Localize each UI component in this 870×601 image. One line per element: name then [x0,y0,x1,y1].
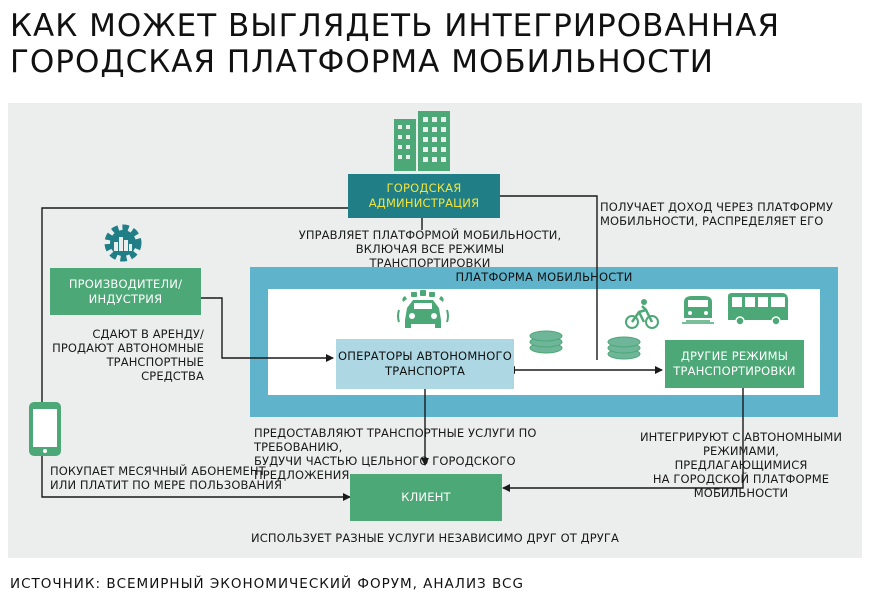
smartphone-icon [29,402,61,456]
client-label: КЛИЕНТ [401,490,451,504]
producers-line-1: ПРОИЗВОДИТЕЛИ/ [68,276,183,291]
producers-to-operators-line [201,297,334,362]
subscription-label: ПОКУПАЕТ МЕСЯЧНЫЙ АБОНЕМЕНТ ИЛИ ПЛАТИТ П… [50,464,283,492]
producers-node: ПРОИЗВОДИТЕЛИ/ ИНДУСТРИЯ [50,268,201,315]
other-modes-to-client-line [502,388,744,492]
provide-label: ПРЕДОСТАВЛЯЮТ ТРАНСПОРТНЫЕ УСЛУГИ ПО ТРЕ… [254,426,537,482]
other-modes-line-2: ТРАНСПОРТИРОВКИ [673,364,796,378]
title-line-1: КАК МОЖЕТ ВЫГЛЯДЕТЬ ИНТЕГРИРОВАННАЯ [10,8,780,44]
av-operators-line-2: ТРАНСПОРТА [384,364,466,378]
revenue-label: ПОЛУЧАЕТ ДОХОД ЧЕРЕЗ ПЛАТФОРМУ МОБИЛЬНОС… [600,200,834,228]
city-administration-line-1: ГОРОДСКАЯ [386,181,462,195]
other-modes-line-1: ДРУГИЕ РЕЖИМЫ [680,349,789,363]
cyclist-icon [625,299,659,329]
coins-icon [529,330,563,354]
source-note: ИСТОЧНИК: ВСЕМИРНЫЙ ЭКОНОМИЧЕСКИЙ ФОРУМ,… [10,576,524,592]
title-line-2: ГОРОДСКАЯ ПЛАТФОРМА МОБИЛЬНОСТИ [10,44,714,80]
autonomous-car-icon [397,290,449,328]
integrate-label: ИНТЕГРИРУЮТ С АВТОНОМНЫМИ РЕЖИМАМИ, ПРЕД… [639,430,843,500]
other-modes-node: ДРУГИЕ РЕЖИМЫ ТРАНСПОРТИРОВКИ [665,340,804,388]
av-operators-node: ОПЕРАТОРЫ АВТОНОМНОГО ТРАНСПОРТА [336,339,514,389]
uses-label: ИСПОЛЬЗУЕТ РАЗНЫЕ УСЛУГИ НЕЗАВИСИМО ДРУГ… [251,531,619,545]
manages-label: УПРАВЛЯЕТ ПЛАТФОРМОЙ МОБИЛЬНОСТИ, ВКЛЮЧА… [298,228,562,270]
lease-label: СДАЮТ В АРЕНДУ/ ПРОДАЮТ АВТОНОМНЫЕ ТРАНС… [52,327,204,383]
coins-icon-2 [607,336,641,360]
client-node: КЛИЕНТ [350,474,502,521]
city-administration-line-2: АДМИНИСТРАЦИЯ [368,196,480,210]
building-icon [394,111,450,171]
train-icon [682,296,714,324]
admin-revenue-line [500,195,598,360]
producers-line-2: ИНДУСТРИЯ [88,291,163,306]
page-title: КАК МОЖЕТ ВЫГЛЯДЕТЬ ИНТЕГРИРОВАННАЯ ГОРО… [10,8,860,80]
av-operators-line-1: ОПЕРАТОРЫ АВТОНОМНОГО [338,349,512,363]
bus-icon [728,293,788,326]
factory-gear-icon [104,224,142,262]
admin-to-client-line [41,207,351,501]
mobility-platform-label: ПЛАТФОРМА МОБИЛЬНОСТИ [455,270,633,284]
city-administration-node: ГОРОДСКАЯ АДМИНИСТРАЦИЯ [348,174,500,218]
